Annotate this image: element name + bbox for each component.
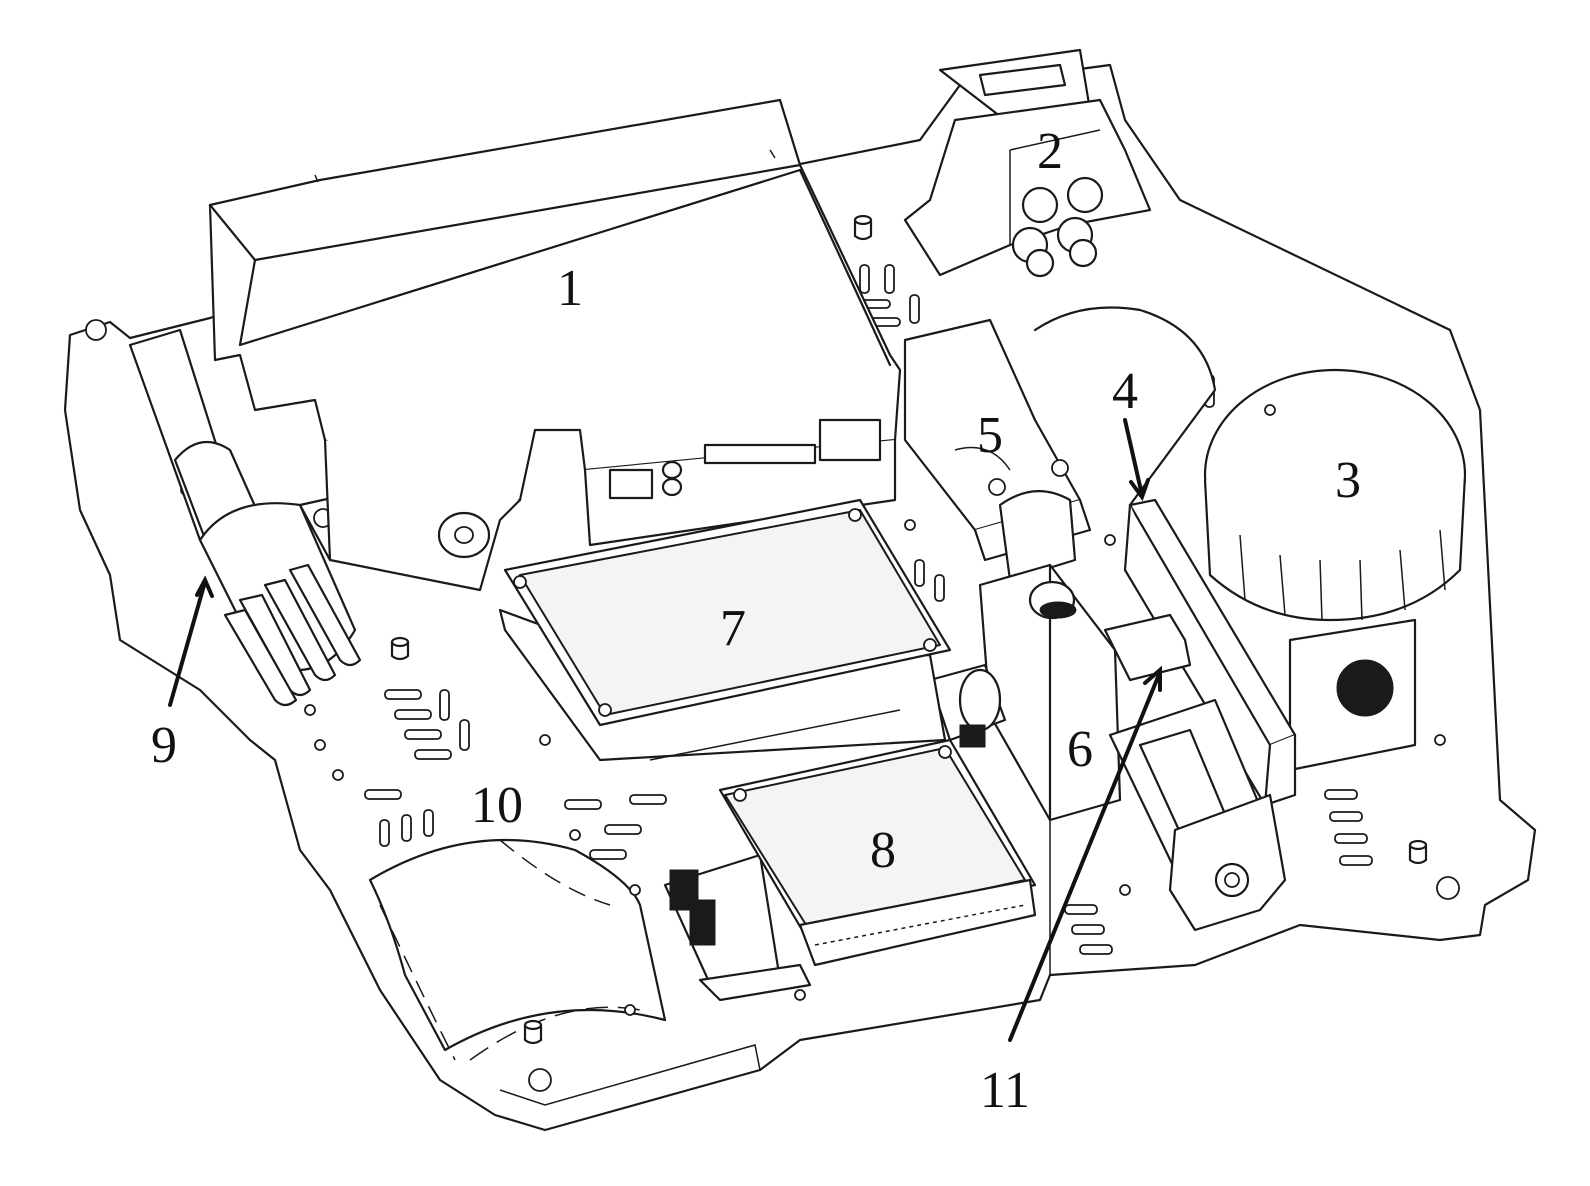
leader-line-11 xyxy=(1008,670,1162,1042)
standoff-pins xyxy=(390,214,1428,1045)
callout-2: 2 xyxy=(1037,123,1063,180)
syringe-assembly xyxy=(1108,698,1287,932)
callout-6: 6 xyxy=(1067,721,1093,778)
callout-labels: 1 2 3 4 5 6 7 8 9 10 11 xyxy=(151,123,1361,1119)
callout-8: 8 xyxy=(870,822,896,879)
leader-line-4 xyxy=(1123,418,1144,497)
callout-9: 9 xyxy=(151,717,177,774)
cover-housing xyxy=(208,98,902,592)
leader-lines xyxy=(168,418,1162,1042)
callout-4: 4 xyxy=(1112,363,1138,420)
valve-block xyxy=(903,48,1152,278)
circuit-board-8 xyxy=(663,738,1037,1002)
valve-fittings xyxy=(1011,176,1104,278)
knob-ridges xyxy=(1239,529,1446,621)
circuit-board-7 xyxy=(498,498,952,762)
leader-line-9 xyxy=(168,580,207,707)
callout-5: 5 xyxy=(977,407,1003,464)
arc-cutout xyxy=(368,838,667,1061)
callout-1: 1 xyxy=(557,260,583,317)
carriage-block xyxy=(978,563,1192,822)
plate-holes xyxy=(85,319,1460,1092)
motor-coupling xyxy=(928,663,1007,748)
callout-7: 7 xyxy=(720,600,746,657)
callout-10: 10 xyxy=(471,777,523,834)
callout-11: 11 xyxy=(980,1062,1030,1119)
callout-3: 3 xyxy=(1335,452,1361,509)
plate-slots-left xyxy=(364,689,667,860)
knob-assembly xyxy=(1203,368,1467,772)
motor-housing xyxy=(903,318,1092,582)
